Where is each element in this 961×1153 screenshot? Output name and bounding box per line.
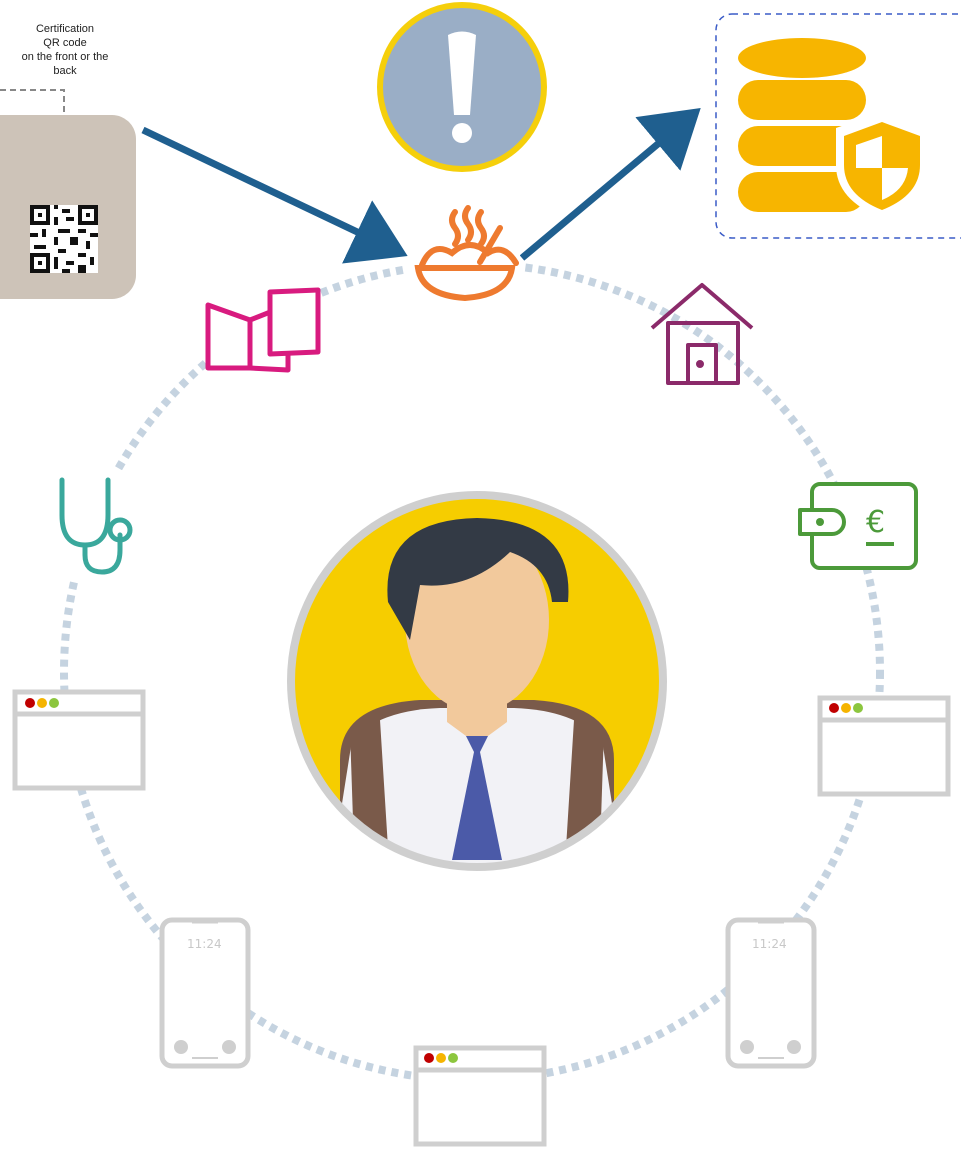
qr-caption-line-1: Certification [35,23,95,35]
house-icon [650,283,754,385]
browser-window-icon [413,1045,547,1147]
phone-time-right: 11:24 [752,937,787,951]
qr-caption-line-2: QR code [43,37,87,49]
smartphone-icon: 11:24 [725,917,817,1069]
food-icon [408,198,520,308]
qr-caption-line-3: on the front or the [21,51,109,63]
smartphone-icon: 11:24 [159,917,251,1069]
svg-text:€: € [866,505,885,540]
database-frame [715,13,961,239]
map-icon [205,287,321,373]
alert-icon [377,2,547,172]
browser-window-icon [817,695,951,797]
phone-time-left: 11:24 [187,937,222,951]
qr-caption: Certification QR code on the front or th… [0,22,130,78]
database-shield-icon [738,38,928,218]
person-avatar [287,491,667,871]
stethoscope-icon [40,470,158,580]
arrow-food-to-database [519,107,701,261]
qr-code-icon [30,205,98,273]
arrow-card-to-food [141,126,408,264]
wallet-euro-icon: € [798,482,918,570]
browser-window-icon [12,689,146,791]
qr-caption-line-4: back [53,65,77,77]
